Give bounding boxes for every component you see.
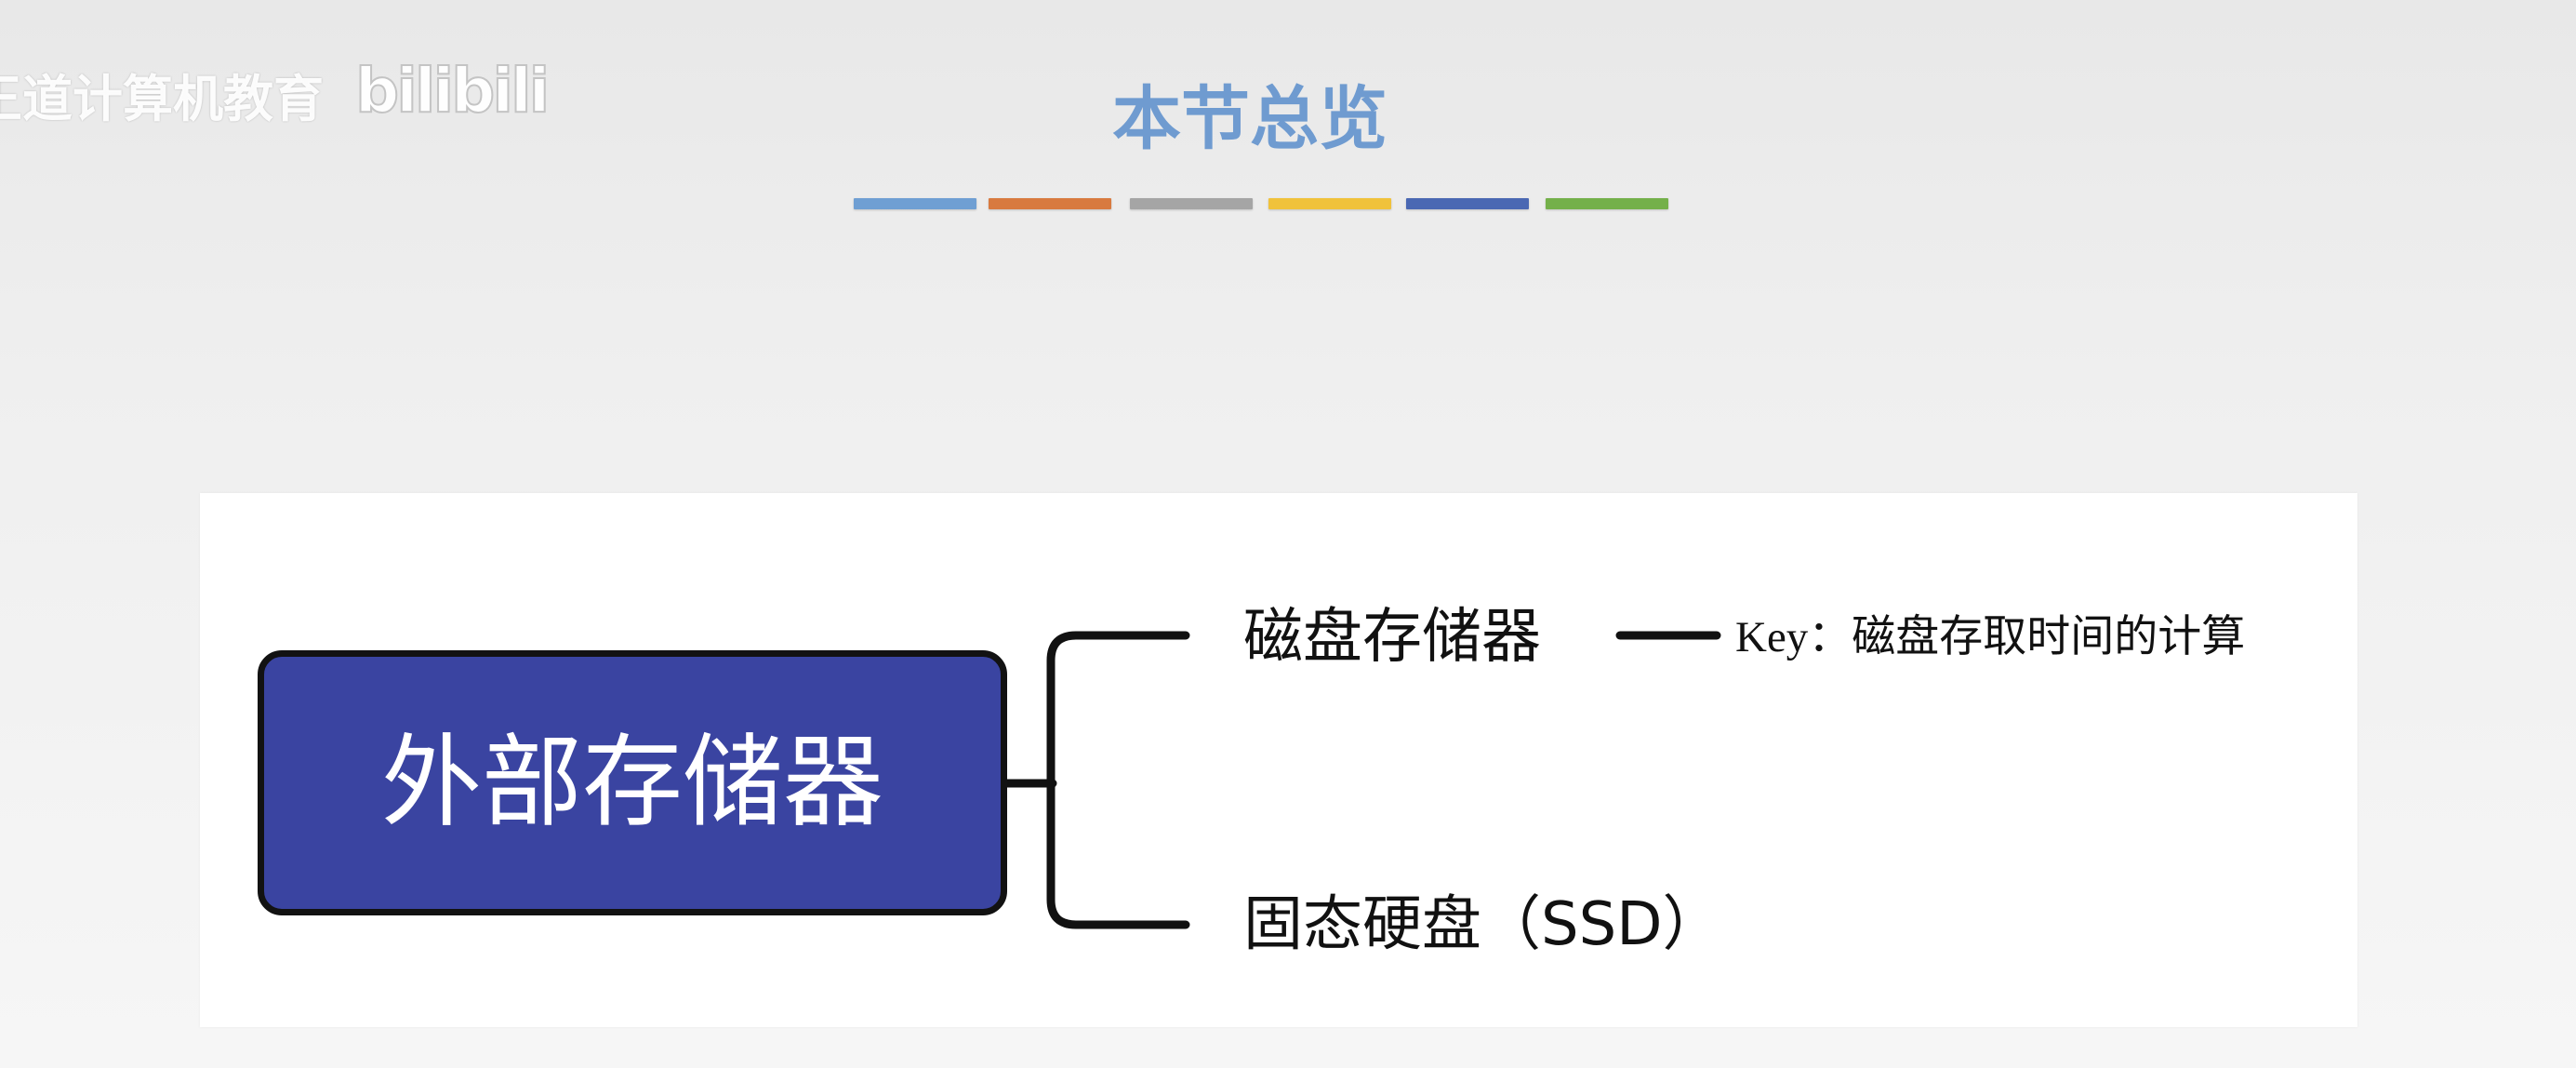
note-label-key: Key：磁盘存取时间的计算: [1735, 613, 2246, 661]
bilibili-logo: bilibili: [354, 54, 551, 127]
color-bar-segment: [1406, 198, 1529, 209]
branch-label-disk-storage: 磁盘存储器: [1243, 603, 1541, 672]
root-node: 外部存储器: [258, 650, 1007, 915]
color-bar-segment: [854, 198, 976, 209]
color-bar-segment: [989, 198, 1111, 209]
watermark-text: 王道计算机教育: [0, 70, 324, 128]
color-bar-segment: [1268, 198, 1391, 209]
color-bar-segment: [1130, 198, 1253, 209]
slide-title: 本节总览: [1112, 79, 1388, 159]
branch-label-ssd: 固态硬盘（SSD）: [1243, 890, 1722, 959]
root-node-label: 外部存储器: [380, 724, 883, 841]
color-bar-segment: [1546, 198, 1668, 209]
